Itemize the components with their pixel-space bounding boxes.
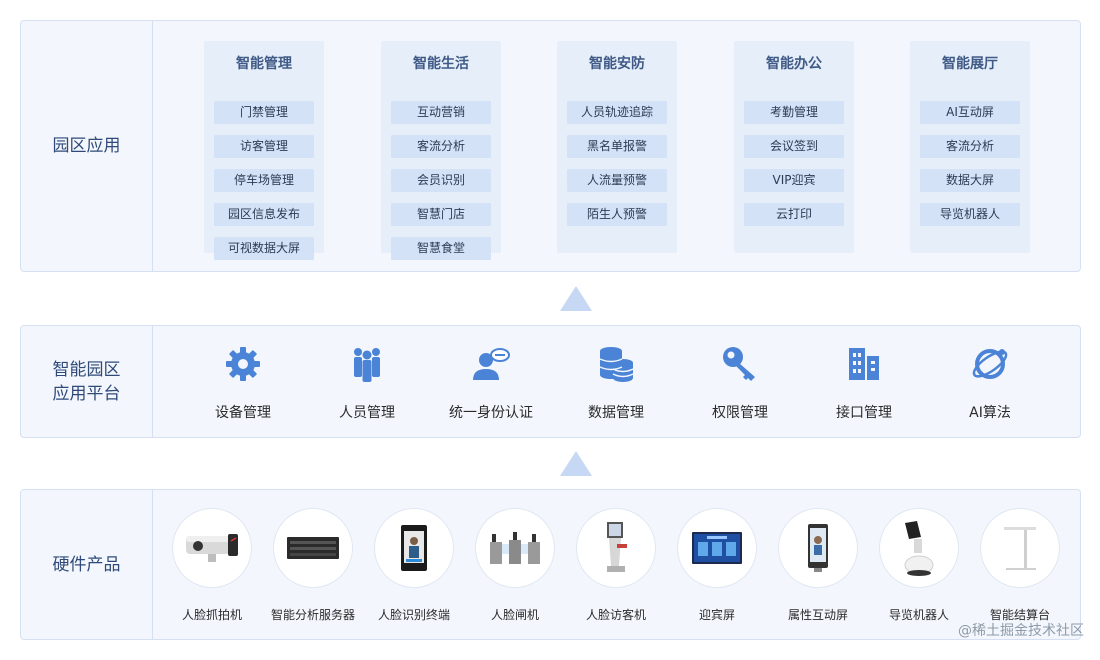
key-icon	[723, 347, 755, 381]
hardware-item-face-terminal: 人脸识别终端	[364, 508, 464, 623]
up-arrow-icon	[560, 451, 592, 476]
app-column-exhibition: 智能展厅 AI互动屏 客流分析 数据大屏 导览机器人	[910, 41, 1030, 253]
app-column-title: 智能管理	[236, 56, 292, 72]
building-icon	[849, 348, 879, 380]
layer-apps: 园区应用 智能管理 门禁管理 访客管理 停车场管理 园区信息发布 可视数据大屏 …	[20, 20, 1081, 272]
database-icon	[599, 347, 634, 382]
watermark: @稀土掘金技术社区	[958, 623, 1084, 639]
layer-label-hardware: 硬件产品	[21, 490, 153, 639]
platform-item-identity: 统一身份认证	[436, 344, 546, 422]
hardware-item-label: 智能分析服务器	[270, 608, 355, 622]
hardware-item-welcome-screen: 迎宾屏	[667, 508, 767, 623]
platform-item-interface: 接口管理	[809, 344, 919, 422]
platform-item-label: 统一身份认证	[449, 405, 533, 421]
platform-item-data: 数据管理	[561, 344, 671, 422]
app-item: 会员识别	[391, 169, 491, 192]
app-item: VIP迎宾	[744, 169, 844, 192]
hardware-item-server: 智能分析服务器	[263, 508, 363, 623]
platform-item-label: 人员管理	[339, 405, 395, 421]
platform-item-label: 接口管理	[836, 405, 892, 421]
gear-icon	[226, 347, 260, 381]
hardware-item-label: 智能结算台	[989, 608, 1050, 622]
app-item: 云打印	[744, 203, 844, 226]
app-column-title: 智能办公	[766, 56, 822, 72]
app-item: 门禁管理	[214, 101, 314, 124]
welcome-screen-icon	[692, 532, 742, 564]
people-icon	[354, 348, 380, 382]
turnstile-icon	[490, 532, 540, 564]
face-terminal-icon	[401, 525, 427, 571]
app-column-management: 智能管理 门禁管理 访客管理 停车场管理 园区信息发布 可视数据大屏	[204, 41, 324, 260]
app-column-title: 智能安防	[589, 56, 645, 72]
hardware-item-label: 导览机器人	[888, 608, 949, 622]
hardware-item-label: 人脸访客机	[585, 608, 646, 622]
layer-label-text: 硬件产品	[52, 554, 121, 575]
platform-item-label: 权限管理	[712, 405, 768, 421]
server-icon	[287, 537, 339, 559]
hardware-item-turnstile: 人脸闸机	[465, 508, 565, 623]
layer-hardware: 硬件产品 人脸抓拍机 智能分析服务器	[20, 489, 1081, 640]
app-item: 智慧门店	[391, 203, 491, 226]
app-item: 导览机器人	[920, 203, 1020, 226]
app-item: 人流量预警	[567, 169, 667, 192]
app-item: 园区信息发布	[214, 203, 314, 226]
app-column-office: 智能办公 考勤管理 会议签到 VIP迎宾 云打印	[734, 41, 854, 253]
app-item: 黑名单报警	[567, 135, 667, 158]
planet-icon	[972, 349, 1008, 379]
app-item: AI互动屏	[920, 101, 1020, 124]
platform-item-label: AI算法	[969, 405, 1011, 421]
app-item: 互动营销	[391, 101, 491, 124]
hardware-item-checkout-desk: 智能结算台	[970, 508, 1070, 623]
app-item: 数据大屏	[920, 169, 1020, 192]
hardware-item-label: 迎宾屏	[698, 608, 735, 622]
camera-icon	[186, 534, 238, 562]
app-item: 智慧食堂	[391, 237, 491, 260]
layer-label-platform: 智能园区 应用平台	[21, 326, 153, 437]
app-item: 访客管理	[214, 135, 314, 158]
app-item: 停车场管理	[214, 169, 314, 192]
checkout-desk-icon	[1004, 527, 1036, 570]
robot-icon	[904, 521, 934, 576]
app-column-title: 智能展厅	[942, 56, 998, 72]
platform-item-people: 人员管理	[312, 344, 422, 422]
app-column-title: 智能生活	[413, 56, 469, 72]
app-item: 考勤管理	[744, 101, 844, 124]
hardware-item-label: 属性互动屏	[787, 608, 848, 622]
hardware-item-label: 人脸识别终端	[377, 608, 450, 622]
platform-item-ai: AI算法	[935, 344, 1045, 422]
hardware-item-robot: 导览机器人	[869, 508, 969, 623]
interactive-screen-icon	[808, 524, 828, 572]
app-column-security: 智能安防 人员轨迹追踪 黑名单报警 人流量预警 陌生人预警	[557, 41, 677, 253]
hardware-item-visitor-kiosk: 人脸访客机	[566, 508, 666, 623]
app-column-life: 智能生活 互动营销 客流分析 会员识别 智慧门店 智慧食堂	[381, 41, 501, 260]
layer-label-text: 园区应用	[52, 136, 121, 156]
layer-label-apps: 园区应用	[21, 21, 153, 271]
visitor-kiosk-icon	[607, 522, 627, 572]
hardware-item-camera: 人脸抓拍机	[162, 508, 262, 623]
app-item: 陌生人预警	[567, 203, 667, 226]
platform-item-label: 数据管理	[588, 405, 644, 421]
app-item: 人员轨迹追踪	[567, 101, 667, 124]
app-item: 客流分析	[391, 135, 491, 158]
app-item: 客流分析	[920, 135, 1020, 158]
hardware-item-label: 人脸抓拍机	[181, 608, 242, 622]
layer-platform: 智能园区 应用平台 设备管理	[20, 325, 1081, 438]
platform-item-device: 设备管理	[188, 344, 298, 422]
identity-icon	[473, 348, 510, 380]
hardware-item-label: 人脸闸机	[490, 608, 539, 622]
hardware-item-interactive-screen: 属性互动屏	[768, 508, 868, 623]
platform-item-permission: 权限管理	[685, 344, 795, 422]
app-item: 可视数据大屏	[214, 237, 314, 260]
app-item: 会议签到	[744, 135, 844, 158]
up-arrow-icon	[560, 286, 592, 311]
platform-item-label: 设备管理	[215, 405, 271, 421]
layer-label-text: 智能园区 应用平台	[52, 359, 121, 404]
